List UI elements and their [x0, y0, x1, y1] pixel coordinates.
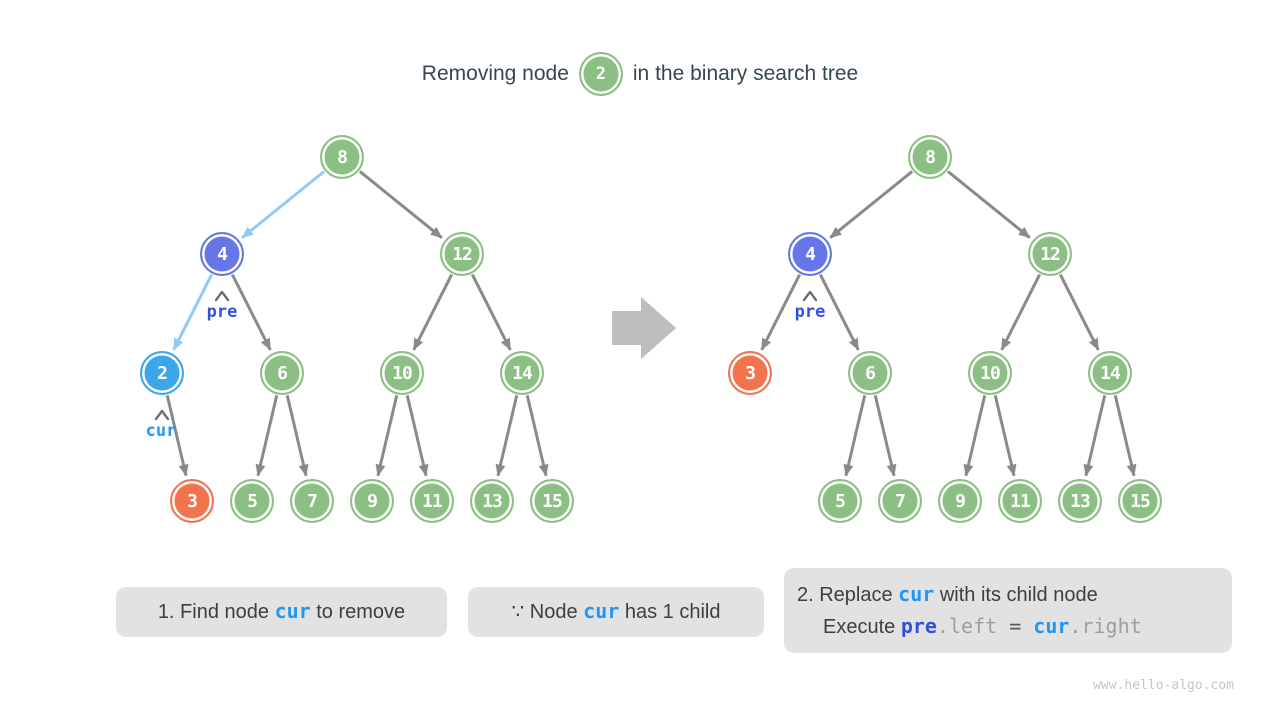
tree-node-right-tree-4: 4 — [788, 232, 832, 276]
tree-node-right-tree-15: 15 — [1118, 479, 1162, 523]
edge-left-tree-10-9 — [375, 395, 399, 477]
pointer-label-right-tree-pre: pre — [794, 302, 826, 322]
edge-left-tree-12-10 — [412, 273, 453, 351]
caption-segment: cur — [583, 599, 620, 623]
edge-left-tree-12-14 — [471, 273, 512, 351]
tree-node-left-tree-15: 15 — [530, 479, 574, 523]
pointer-label-left-tree-cur: cur — [145, 421, 177, 441]
edge-left-tree-6-7 — [285, 395, 309, 477]
title-prefix: Removing node — [421, 62, 569, 85]
edge-left-tree-14-13 — [495, 395, 519, 477]
caption-segment: 2. Replace — [797, 583, 899, 606]
tree-node-left-tree-3: 3 — [170, 479, 214, 523]
pointer-label-left-tree-pre: pre — [206, 302, 238, 322]
edge-left-tree-14-15 — [525, 395, 549, 477]
tree-node-left-tree-9: 9 — [350, 479, 394, 523]
tree-node-right-tree-10: 10 — [968, 351, 1012, 395]
tree-node-right-tree-8: 8 — [908, 135, 952, 179]
tree-node-right-tree-12: 12 — [1028, 232, 1072, 276]
tree-node-left-tree-5: 5 — [230, 479, 274, 523]
edge-right-tree-8-4 — [829, 170, 914, 239]
tree-node-left-tree-13: 13 — [470, 479, 514, 523]
caption-segment: 1. Find node — [157, 601, 275, 623]
tree-node-right-tree-6: 6 — [848, 351, 892, 395]
title-node-circle: 2 — [578, 52, 623, 96]
caption-segment: to remove — [310, 601, 406, 623]
tree-node-left-tree-2: 2 — [140, 351, 184, 395]
caption-segment: has 1 child — [619, 601, 721, 623]
edge-right-tree-10-9 — [963, 395, 987, 477]
caret-icon-left-tree-cur — [154, 409, 170, 421]
caption-segment: .right — [1069, 613, 1142, 638]
edge-right-tree-14-13 — [1083, 395, 1107, 477]
edge-left-tree-6-5 — [255, 395, 279, 477]
tree-node-right-tree-5: 5 — [818, 479, 862, 523]
edge-right-tree-4-6 — [819, 273, 860, 351]
tree-node-left-tree-10: 10 — [380, 351, 424, 395]
diagram-title: Removing node 2 in the binary search tre… — [0, 50, 1280, 98]
tree-node-right-tree-13: 13 — [1058, 479, 1102, 523]
edge-right-tree-6-7 — [873, 395, 897, 477]
tree-node-left-tree-14: 14 — [500, 351, 544, 395]
caption-line: 1. Find node cur to remove — [158, 596, 405, 628]
caption-box-2: ∵ Node cur has 1 child — [468, 587, 764, 637]
caption-segment: = — [997, 613, 1034, 638]
tree-node-left-tree-12: 12 — [440, 232, 484, 276]
edge-right-tree-14-15 — [1113, 395, 1137, 477]
tree-node-right-tree-9: 9 — [938, 479, 982, 523]
caret-icon-left-tree-pre — [214, 290, 230, 302]
tree-node-left-tree-11: 11 — [410, 479, 454, 523]
caption-line: 2. Replace cur with its child node — [797, 579, 1098, 611]
tree-node-right-tree-7: 7 — [878, 479, 922, 523]
edge-left-tree-4-6 — [231, 273, 272, 351]
caption-segment: Execute — [823, 615, 901, 638]
tree-node-left-tree-8: 8 — [320, 135, 364, 179]
caption-segment: cur — [898, 581, 935, 606]
watermark: www.hello-algo.com — [1093, 678, 1234, 693]
tree-node-left-tree-6: 6 — [260, 351, 304, 395]
caption-segment: with its child node — [934, 583, 1098, 606]
edge-right-tree-8-12 — [946, 170, 1031, 239]
title-suffix: in the binary search tree — [632, 62, 859, 85]
caption-line: ∵ Node cur has 1 child — [512, 596, 721, 628]
caption-segment: ∵ Node — [511, 601, 584, 623]
tree-node-left-tree-7: 7 — [290, 479, 334, 523]
edge-right-tree-12-10 — [1000, 273, 1041, 351]
title-node-label: 2 — [595, 64, 607, 84]
transition-arrow — [612, 297, 676, 359]
edge-right-tree-6-5 — [843, 395, 867, 477]
edge-right-tree-12-14 — [1059, 273, 1100, 351]
edge-left-tree-8-12 — [358, 170, 443, 239]
caption-segment: .left — [936, 613, 998, 638]
caption-segment: pre — [900, 613, 937, 638]
caption-segment: cur — [1033, 613, 1070, 638]
tree-node-right-tree-14: 14 — [1088, 351, 1132, 395]
edge-left-tree-10-11 — [405, 395, 429, 477]
caption-box-1: 1. Find node cur to remove — [116, 587, 447, 637]
caret-icon-right-tree-pre — [802, 290, 818, 302]
edge-right-tree-10-11 — [993, 395, 1017, 477]
tree-node-right-tree-11: 11 — [998, 479, 1042, 523]
caption-segment: cur — [274, 599, 311, 623]
edge-left-tree-8-4 — [241, 170, 326, 239]
tree-node-left-tree-4: 4 — [200, 232, 244, 276]
caption-line: Execute pre.left = cur.right — [823, 611, 1142, 643]
tree-node-right-tree-3: 3 — [728, 351, 772, 395]
